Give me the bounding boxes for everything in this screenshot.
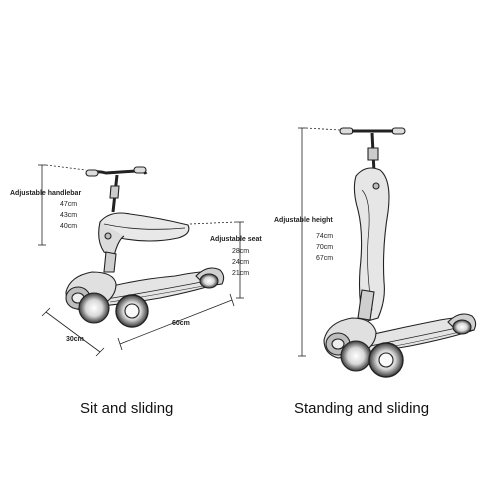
stand-caption: Standing and sliding [294, 400, 430, 417]
height-3: 67cm [316, 255, 334, 262]
seat-height-3: 21cm [232, 270, 250, 277]
height-1: 74cm [316, 233, 334, 240]
standing-scooter [323, 127, 477, 378]
handlebar-height-2: 43cm [60, 212, 78, 219]
sitting-scooter [65, 166, 225, 328]
seat-dimension [189, 221, 244, 299]
handlebar-label: Adjustable handlebar [10, 190, 82, 197]
sit-caption: Sit and sliding [80, 400, 174, 417]
width-label: 30cm [66, 336, 84, 343]
length-dimension [117, 293, 235, 351]
seat-label: Adjustable seat [210, 236, 262, 243]
width-dimension [41, 307, 105, 357]
height-label: Adjustable height [274, 217, 333, 224]
handlebar-height-3: 40cm [60, 223, 78, 230]
handlebar-dimension [38, 164, 87, 246]
seat-height-1: 28cm [232, 248, 250, 255]
height-2: 70cm [316, 244, 334, 251]
handlebar-height-1: 47cm [60, 201, 78, 208]
height-dimension [298, 127, 341, 357]
seat-height-2: 24cm [232, 259, 250, 266]
length-label: 60cm [172, 320, 190, 327]
